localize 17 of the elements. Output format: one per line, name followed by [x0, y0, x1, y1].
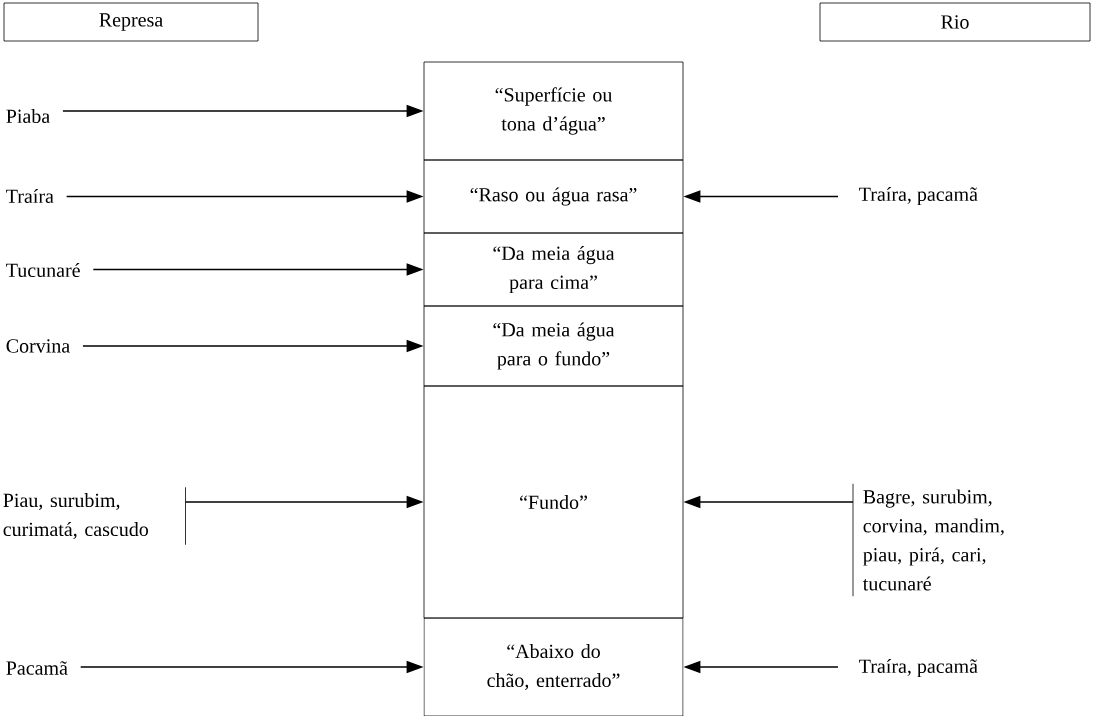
species-label: Traíra, pacamã	[859, 186, 978, 206]
zone-box: “Superfície ou tona d’água”	[423, 61, 684, 161]
zone-box: “Fundo”	[423, 385, 684, 619]
zone-box: “Da meia água para cima”	[423, 232, 684, 307]
zone-box: “Da meia água para o fundo”	[423, 305, 684, 387]
zone-box: “Raso ou água rasa”	[423, 159, 684, 234]
header-box: Represa	[3, 2, 259, 42]
species-label: Piaba	[6, 108, 50, 124]
species-label: Traíra, pacamã	[859, 658, 978, 678]
species-label: Bagre, surubim, corvina, mandim, piau, pirá, cari, tucunaré	[852, 483, 1004, 597]
species-label: Corvina	[6, 339, 70, 353]
species-label: Piau, surubim, curimatá, cascudo	[3, 486, 186, 546]
species-label: Pacamã	[6, 661, 68, 675]
species-label: Traíra	[6, 188, 54, 204]
species-label: Tucunaré	[6, 262, 80, 278]
header-box: Rio	[819, 2, 1091, 42]
zone-box: “Abaixo do chão, enterrado”	[423, 617, 684, 716]
